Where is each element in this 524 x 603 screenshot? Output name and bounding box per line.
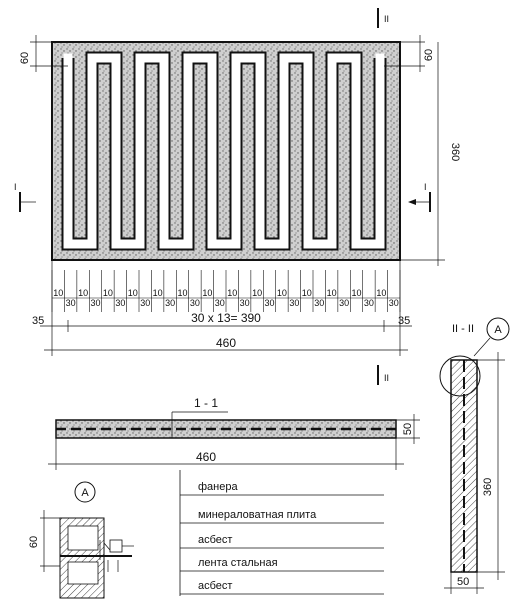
strip-label-30: 30 (115, 298, 125, 308)
section-mark-left: I (14, 182, 17, 192)
strip-label-30: 30 (140, 298, 150, 308)
strip-label-10: 10 (177, 288, 187, 298)
section-2-2-height: 360 (482, 478, 494, 496)
strip-label-30: 30 (314, 298, 324, 308)
strip-label-30: 30 (389, 298, 399, 308)
strip-label-30: 30 (66, 298, 76, 308)
strip-label-10: 10 (277, 288, 287, 298)
strip-label-10: 10 (252, 288, 262, 298)
strip-label-30: 30 (190, 298, 200, 308)
strip-label-10: 10 (128, 288, 138, 298)
section-1-1-title: 1 - 1 (194, 396, 218, 410)
panel-plan (51, 41, 401, 261)
strip-label-30: 30 (364, 298, 374, 308)
strip-label-10: 10 (53, 288, 63, 298)
section-1-1-thickness: 50 (402, 423, 414, 435)
strip-label-30: 30 (215, 298, 225, 308)
serpentine-channel (63, 53, 385, 249)
strip-label-30: 30 (240, 298, 250, 308)
strip-label-10: 10 (376, 288, 386, 298)
total-width-460: 460 (216, 336, 236, 350)
strip-label-10: 10 (351, 288, 361, 298)
strip-label-30: 30 (339, 298, 349, 308)
strip-label-10: 10 (103, 288, 113, 298)
section-2-2-thickness: 50 (457, 576, 469, 588)
section-2-2-title: II - II (452, 323, 474, 335)
section-1-1: II 1 - 1 50 460 (48, 365, 420, 470)
strip-formula: 30 x 13= 390 (191, 311, 261, 325)
detail-A-dim: 60 (28, 536, 40, 548)
section-mark-right: I (424, 182, 427, 192)
strip-label-10: 10 (202, 288, 212, 298)
dim-360-plan: 360 (449, 143, 461, 161)
legend-item: фанера (198, 481, 238, 493)
legend-item: асбест (198, 580, 232, 592)
legend-item: минераловатная плита (198, 509, 317, 521)
dim-60-right: 60 (423, 49, 435, 61)
detail-A: A 60 (28, 481, 134, 599)
detail-marker: A (81, 487, 89, 499)
section-1-1-width: 460 (196, 450, 216, 464)
strip-label-10: 10 (227, 288, 237, 298)
strip-label-10: 10 (327, 288, 337, 298)
edge-left-35: 35 (32, 315, 44, 327)
strip-label-10: 10 (78, 288, 88, 298)
strip-label-30: 30 (90, 298, 100, 308)
strip-label-10: 10 (302, 288, 312, 298)
detail-marker-top: A (494, 324, 502, 336)
legend-item: лента стальная (198, 557, 278, 569)
dim-60-left: 60 (19, 52, 31, 64)
section-mark-bottom: II (384, 373, 389, 383)
strip-label-30: 30 (289, 298, 299, 308)
legend: фанера минераловатная плита асбест лента ст… (179, 470, 384, 596)
strip-label-30: 30 (165, 298, 175, 308)
edge-right-35: 35 (398, 315, 410, 327)
section-2-2: II - II A 360 50 (439, 317, 510, 594)
strip-dimension-row: 1030103010301030103010301030103010301030… (51, 270, 401, 312)
strip-label-30: 30 (264, 298, 274, 308)
plan-view: 60 60 360 I I II 10301030103010301030103… (14, 8, 461, 356)
strip-label-10: 10 (153, 288, 163, 298)
section-mark-top: II (384, 14, 389, 24)
legend-item: асбест (198, 534, 232, 546)
